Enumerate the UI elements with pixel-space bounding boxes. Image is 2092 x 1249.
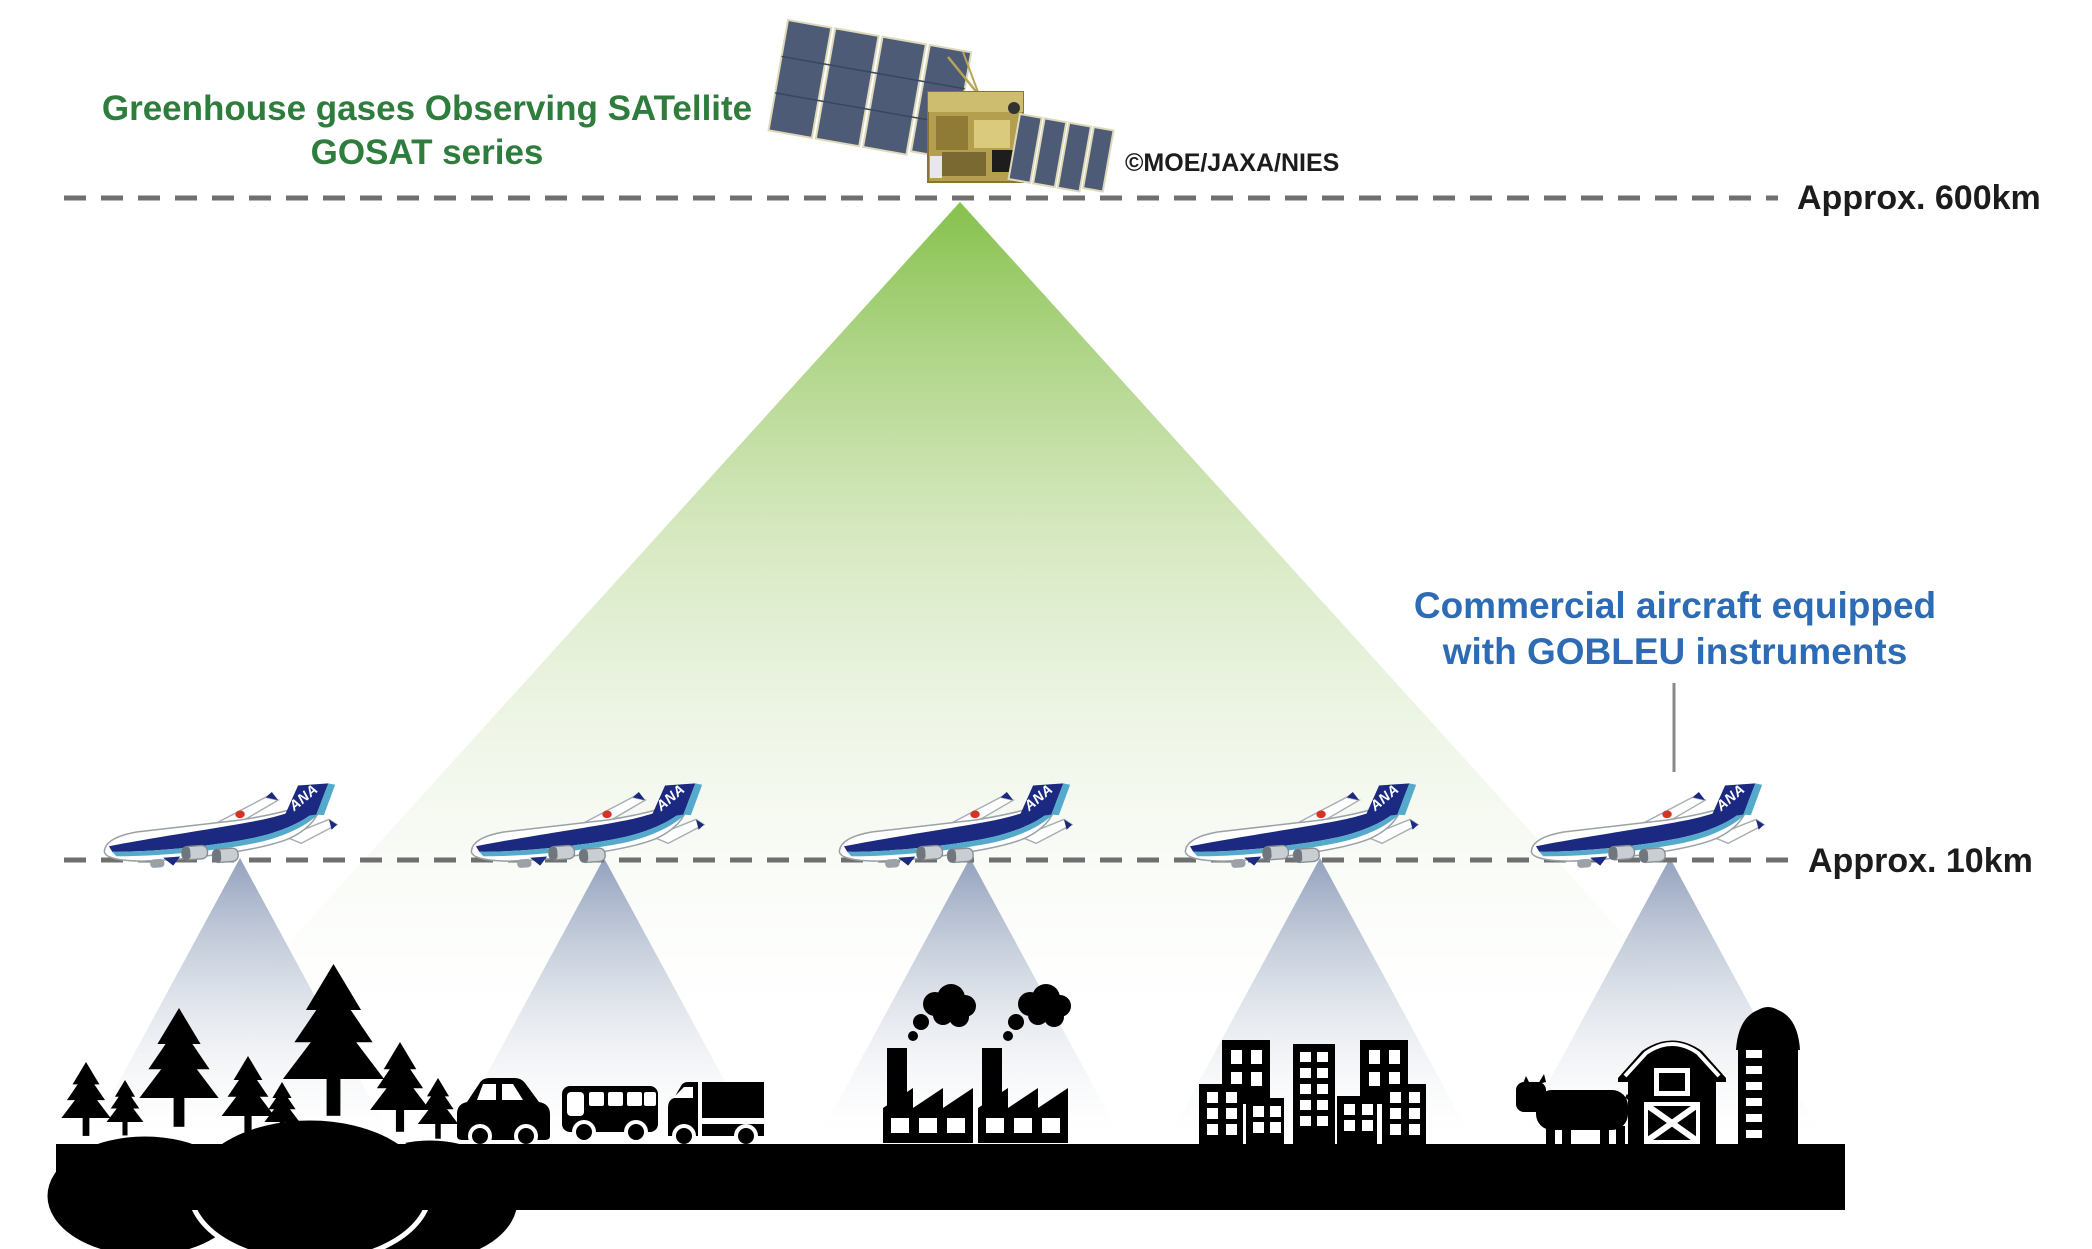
aircraft-annotation-line2: with GOBLEU instruments: [1442, 631, 1908, 672]
building-icon: [1199, 1084, 1243, 1144]
building-icon: [1337, 1096, 1377, 1144]
car-icon: [457, 1078, 550, 1148]
tree-icon: [417, 1078, 459, 1139]
altitude-label-10km: Approx. 10km: [1808, 842, 2033, 880]
aircraft-annotation-line1: Commercial aircraft equipped: [1414, 585, 1936, 626]
satellite-title-line2: GOSAT series: [311, 133, 544, 172]
satellite-title-line1: Greenhouse gases Observing SATellite: [102, 89, 752, 128]
farm-scene: [1516, 1007, 1800, 1154]
silo-icon: [1736, 1007, 1800, 1148]
bus-icon: [562, 1086, 658, 1144]
barn-icon: [1618, 1040, 1726, 1144]
satellite-icon: [767, 18, 1115, 193]
building-icon: [1382, 1084, 1426, 1144]
cow-icon: [1516, 1074, 1636, 1154]
ground-bar: [56, 1144, 1845, 1210]
building-icon: [1293, 1044, 1335, 1144]
city-scene: [1199, 1040, 1426, 1144]
altitude-label-600km: Approx. 600km: [1797, 179, 2041, 217]
satellite-body-icon: [927, 91, 1024, 183]
solar-array-left-icon: [767, 18, 973, 160]
truck-icon: [668, 1082, 764, 1148]
vehicles-scene: [457, 1078, 764, 1148]
solar-array-right-icon: [1007, 112, 1115, 193]
building-icon: [1246, 1098, 1284, 1144]
aircraft-cone-icon: [454, 858, 754, 1135]
satellite-credit: ©MOE/JAXA/NIES: [1125, 149, 1339, 177]
